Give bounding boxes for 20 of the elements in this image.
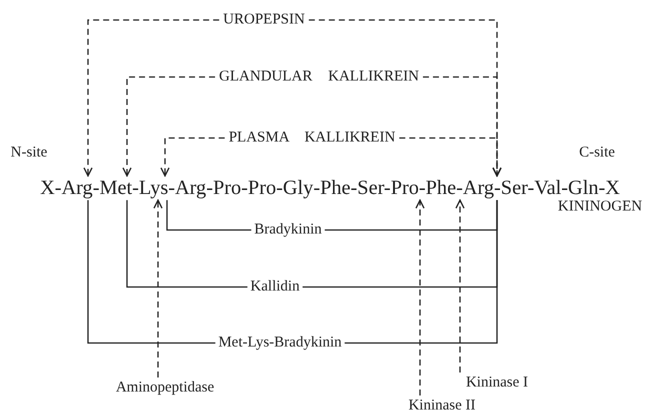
enzyme-label: Aminopeptidase xyxy=(116,380,214,396)
cleavage-arrow xyxy=(399,137,502,176)
cleavage-arrow xyxy=(153,200,163,378)
cleavage-arrow xyxy=(160,137,225,176)
peptide-name: Bradykinin xyxy=(254,222,322,238)
cleavage-arrow xyxy=(122,76,216,176)
enzyme-label: Kininase I xyxy=(466,376,528,390)
enzyme-label: PLASMA KALLIKREIN xyxy=(228,130,396,146)
enzyme-label: Kininase II xyxy=(408,398,476,414)
peptide-name: Kallidin xyxy=(250,280,300,294)
enzyme-label: UROPEPSIN xyxy=(223,12,305,28)
protein-name: KININOGEN xyxy=(558,200,642,214)
peptide-sequence: X-Arg-Met-Lys-Arg-Pro-Pro-Gly-Phe-Ser-Pro-Phe-Arg-Ser-Val-Gln-X xyxy=(40,178,620,198)
cleavage-arrow xyxy=(455,200,465,372)
cleavage-arrow xyxy=(83,19,220,176)
cleavage-arrow xyxy=(415,200,425,396)
enzyme-label: GLANDULAR KALLIKREIN xyxy=(219,70,419,84)
site-label: C-site xyxy=(579,146,615,160)
site-label: N-site xyxy=(10,146,48,160)
peptide-name: Met-Lys-Bradykinin xyxy=(218,336,342,350)
